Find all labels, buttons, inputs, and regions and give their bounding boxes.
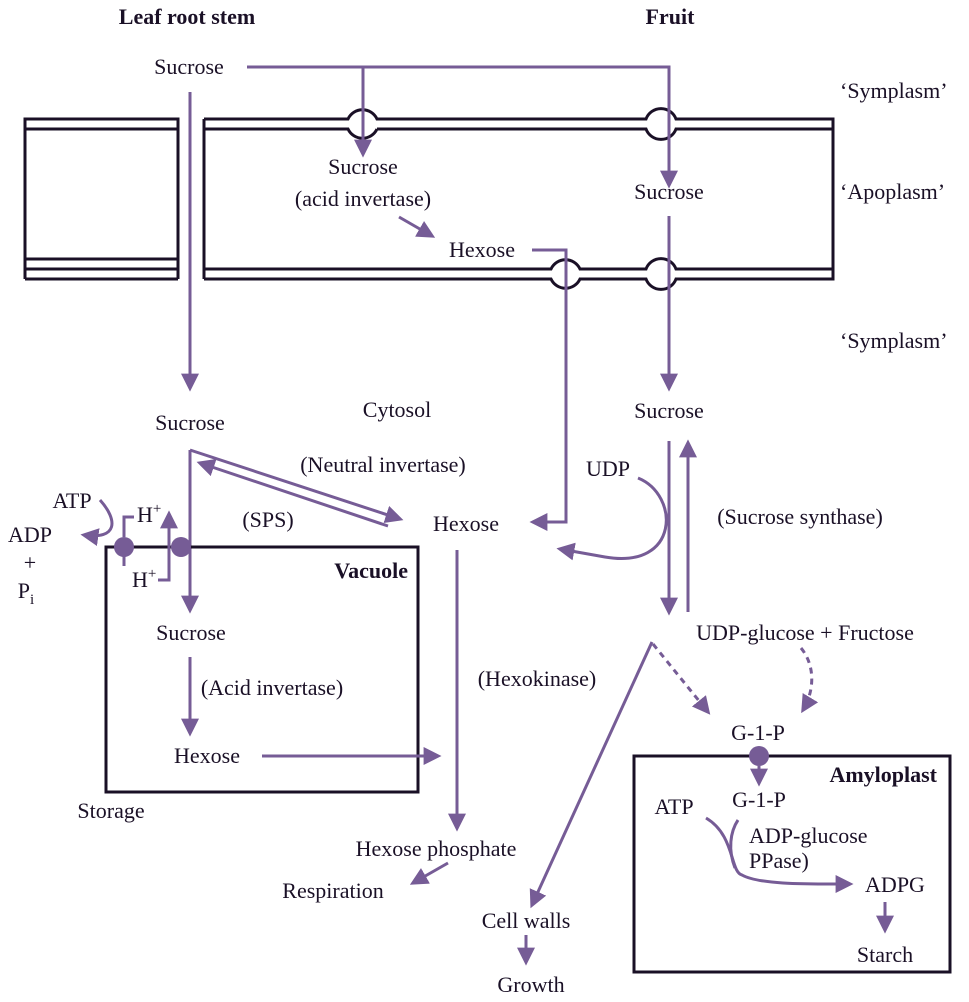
node-sucrose-apoplast-left: Sucrose <box>328 154 398 179</box>
node-sucrose-cytosol-left: Sucrose <box>155 410 225 435</box>
vacuole-box <box>104 545 420 794</box>
arrow-to-cell-walls <box>529 641 654 909</box>
node-plus: + <box>24 550 36 575</box>
label-hexokinase: (Hexokinase) <box>478 666 597 691</box>
node-h-inside: H+ <box>132 566 156 592</box>
region-cytosol: Cytosol <box>363 397 431 422</box>
node-adp: ADP <box>8 522 52 547</box>
node-atp-pump: ATP <box>52 488 91 513</box>
label-vacuole: Vacuole <box>334 558 408 583</box>
pi-subscript: i <box>30 592 34 608</box>
node-cell-walls: Cell walls <box>482 908 571 933</box>
header-sink: Fruit <box>646 4 696 29</box>
arrow-atp-to-adp <box>80 498 114 546</box>
node-hexose-cytosol: Hexose <box>433 511 499 536</box>
label-neutral-invertase: (Neutral invertase) <box>300 452 466 477</box>
h-in-superscript: + <box>148 566 156 582</box>
node-sucrose-cytosol-right: Sucrose <box>634 398 704 423</box>
label-sps: (SPS) <box>242 507 293 532</box>
label-sucrose-synthase: (Sucrose synthase) <box>717 504 883 529</box>
node-atp-amyloplast: ATP <box>654 794 693 819</box>
region-symplasm-top: ‘Symplasm’ <box>840 78 948 103</box>
arrow-udp-to-hexose <box>556 476 668 561</box>
node-growth: Growth <box>497 972 564 997</box>
arrow-sucrose-to-fruit-apoplast <box>247 65 678 189</box>
node-sucrose-source: Sucrose <box>154 54 224 79</box>
h-out-superscript: + <box>153 501 161 517</box>
amyloplast-box <box>632 754 952 974</box>
label-amyloplast: Amyloplast <box>829 762 937 787</box>
node-starch: Starch <box>857 942 913 967</box>
label-storage: Storage <box>77 798 144 823</box>
arrow-apoplast-hexose-to-cytosol <box>529 248 568 531</box>
line-g1p-join <box>729 819 740 869</box>
node-pi: Pi <box>18 578 34 608</box>
label-acid-invertase-apoplast: (acid invertase) <box>295 186 431 211</box>
header-source: Leaf root stem <box>119 4 255 29</box>
node-g1p-cytosol: G-1-P <box>731 720 785 745</box>
arrow-sps <box>196 459 389 528</box>
node-sucrose-apoplast-right: Sucrose <box>634 179 704 204</box>
label-adp-glucose-ppase-1: ADP-glucose <box>749 823 868 848</box>
label-acid-invertase-vacuole: (Acid invertase) <box>201 675 343 700</box>
node-hexose-phosphate: Hexose phosphate <box>356 836 517 861</box>
node-sucrose-vacuole: Sucrose <box>156 620 226 645</box>
h-pump-line <box>122 515 134 537</box>
cell-wall-left <box>23 117 180 281</box>
arrow-to-respiration <box>409 861 449 885</box>
node-hexose-vacuole: Hexose <box>174 743 240 768</box>
arrow-apoplast-sucrose-to-hexose <box>398 215 436 238</box>
region-symplasm-bottom: ‘Symplasm’ <box>840 328 948 353</box>
arrow-neutral-invertase <box>189 448 404 524</box>
node-hexose-apoplast: Hexose <box>449 237 515 262</box>
node-respiration: Respiration <box>282 878 383 903</box>
node-adpg: ADPG <box>865 872 925 897</box>
sucrose-antiporter <box>171 537 191 557</box>
h-out-base: H <box>137 502 153 527</box>
node-g1p-amyloplast: G-1-P <box>732 787 786 812</box>
arrow-h-efflux <box>158 510 178 582</box>
h-in-base: H <box>132 567 148 592</box>
label-adp-glucose-ppase-2: PPase) <box>749 848 809 873</box>
node-h-outside: H+ <box>137 501 161 527</box>
arrow-fructose-to-g1p <box>799 647 819 714</box>
node-udp: UDP <box>586 456 630 481</box>
node-udp-glucose-fructose: UDP-glucose + Fructose <box>696 620 914 645</box>
arrow-atp-to-adpg <box>705 816 854 894</box>
arrow-udpglucose-to-g1p <box>651 643 711 715</box>
g1p-transporter <box>749 746 769 766</box>
pi-base: P <box>18 578 30 603</box>
region-apoplasm: ‘Apoplasm’ <box>840 179 945 204</box>
